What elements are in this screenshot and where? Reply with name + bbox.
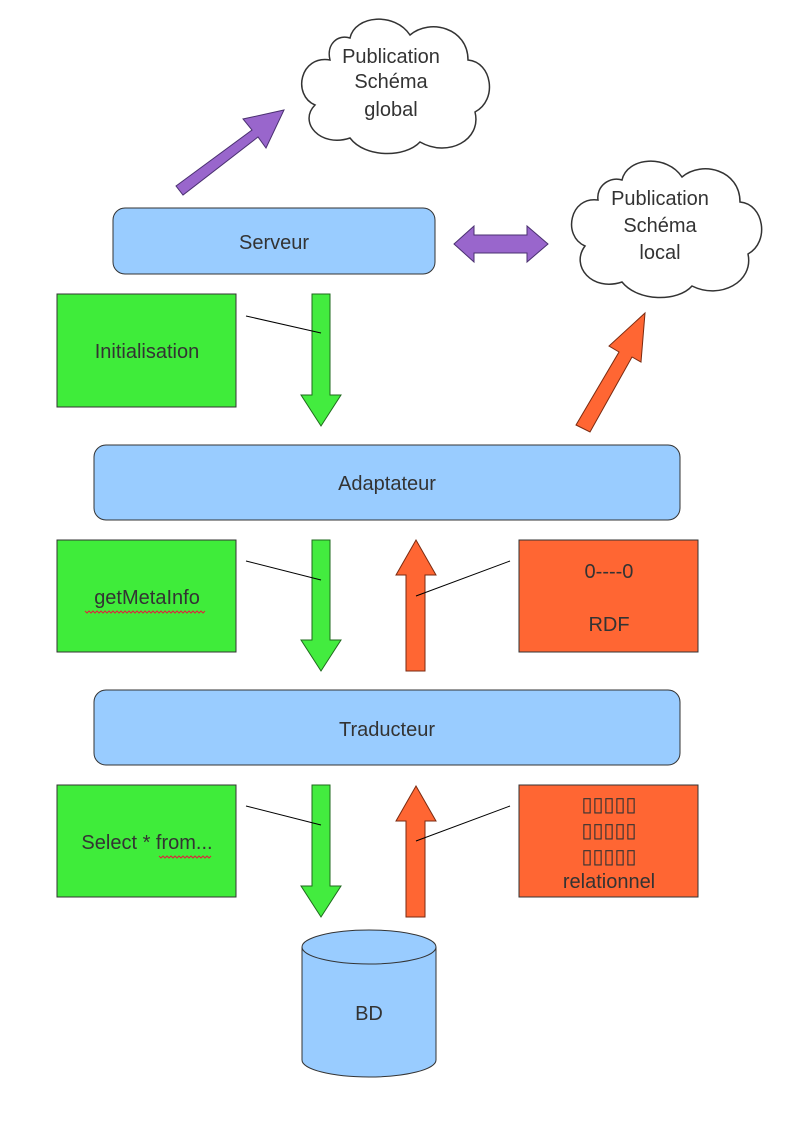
layer-adaptateur: Adaptateur — [93, 444, 681, 521]
layer-traducteur-label: Traducteur — [339, 719, 435, 741]
response-relationnel: ▯▯▯▯▯ ▯▯▯▯▯ ▯▯▯▯▯ relationnel — [518, 784, 699, 898]
request-select-label: Select * from... — [81, 832, 212, 854]
response-relationnel-label: relationnel — [563, 871, 655, 893]
cloud-global-line-1: Publication — [342, 46, 440, 68]
request-initialisation: Initialisation — [56, 293, 237, 408]
down-arrow-serveur-adaptateur — [300, 293, 342, 427]
connector-initialisation — [245, 315, 322, 334]
response-rdf-line-2: RDF — [588, 614, 629, 636]
layer-traducteur: Traducteur — [93, 689, 681, 766]
response-relationnel-glyph-row: ▯▯▯▯▯ — [581, 846, 636, 868]
request-initialisation-label: Initialisation — [95, 341, 200, 363]
up-arrow-bd-traducteur — [395, 784, 437, 918]
layer-serveur: Serveur — [112, 207, 436, 275]
spellcheck-underline — [84, 610, 206, 614]
connector-relationnel — [415, 805, 511, 842]
cloud-local-line-2: Schéma — [623, 215, 697, 237]
request-getmetainfo-label: getMetaInfo — [94, 587, 200, 609]
publish-local-double-arrow — [453, 224, 549, 264]
up-arrow-traducteur-adaptateur — [395, 538, 437, 672]
layer-adaptateur-label: Adaptateur — [338, 473, 436, 495]
spellcheck-underline — [158, 855, 212, 859]
publish-local-arrow — [575, 311, 646, 433]
cloud-global-line-3: global — [364, 99, 417, 121]
response-relationnel-glyph-row: ▯▯▯▯▯ — [581, 794, 636, 816]
cloud-local-line-3: local — [639, 242, 680, 264]
response-rdf-line-1: 0----0 — [585, 561, 634, 583]
database-bd-label: BD — [355, 1003, 383, 1025]
connector-select — [245, 805, 322, 826]
cloud-local-line-1: Publication — [611, 188, 709, 210]
database-bd: BD — [301, 929, 437, 1078]
down-arrow-adaptateur-traducteur — [300, 539, 342, 672]
down-arrow-traducteur-bd — [300, 784, 342, 918]
connector-rdf — [415, 560, 511, 597]
request-select: Select * from... — [56, 784, 237, 898]
request-getmetainfo: getMetaInfo — [56, 539, 237, 653]
layer-serveur-label: Serveur — [239, 232, 309, 254]
response-relationnel-glyph-row: ▯▯▯▯▯ — [581, 820, 636, 842]
cloud-publication-local: Publication Schéma local — [570, 160, 763, 299]
connector-getmetainfo — [245, 560, 322, 581]
cloud-global-line-2: Schéma — [354, 71, 428, 93]
cloud-publication-global: Publication Schéma global — [300, 18, 491, 155]
response-rdf: 0----0 RDF — [518, 539, 699, 653]
publish-global-arrow — [175, 109, 285, 196]
